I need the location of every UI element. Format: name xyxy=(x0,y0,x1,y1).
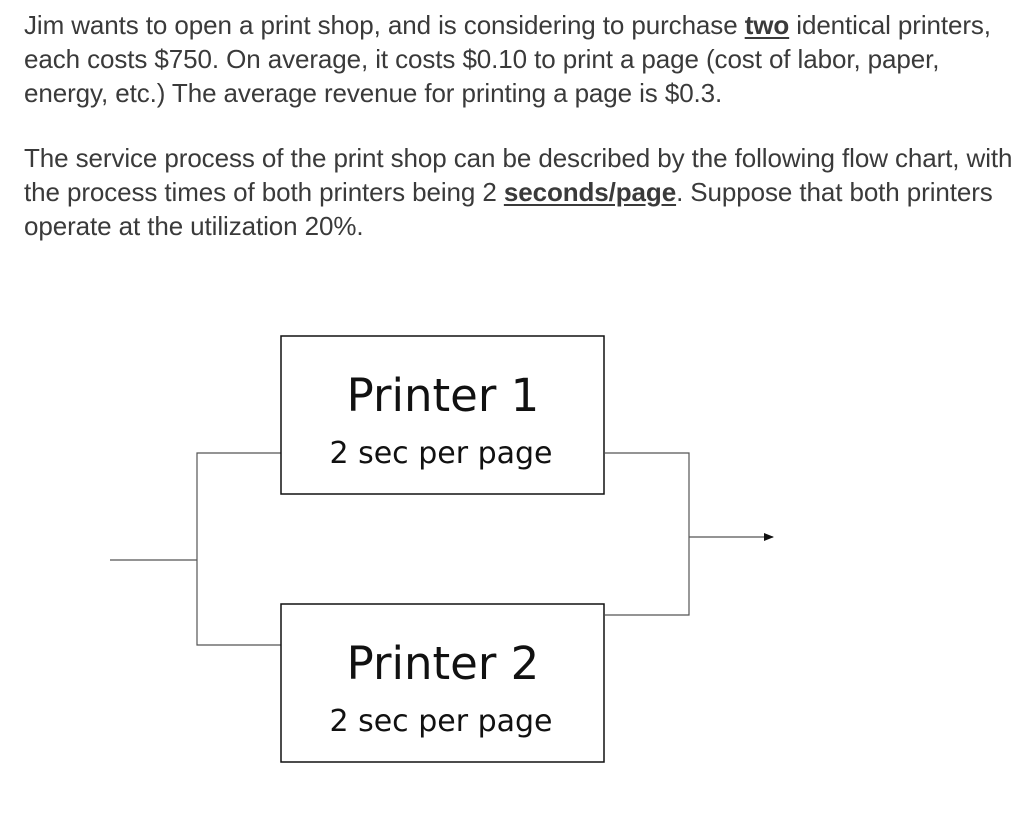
printer-1-box: Printer 1 2 sec per page xyxy=(280,335,605,495)
printer-1-process-time: 2 sec per page xyxy=(329,436,552,471)
printer-1-rect xyxy=(280,335,605,495)
printer-2-title: Printer 2 xyxy=(347,637,540,690)
printer-1-title: Printer 1 xyxy=(347,369,540,422)
printer-2-box: Printer 2 2 sec per page xyxy=(280,603,605,763)
paragraph-1-text-start: Jim wants to open a print shop, and is c… xyxy=(24,10,745,40)
printer-2-rect xyxy=(280,603,605,763)
emphasis-two: two xyxy=(744,10,790,40)
paragraph-1-text-end: identical printers, each costs $750. On … xyxy=(24,10,991,108)
problem-paragraph-1: Jim wants to open a print shop, and is c… xyxy=(24,8,1014,110)
printer-2-process-time: 2 sec per page xyxy=(329,704,552,739)
split-connector xyxy=(196,452,281,646)
merge-connector xyxy=(605,452,690,616)
paragraph-2-text-end: . Suppose that both printers operate at … xyxy=(24,177,993,241)
paragraph-2-text-start: The service process of the print shop ca… xyxy=(24,143,1013,207)
emphasis-seconds-per-page: seconds/page xyxy=(503,177,677,207)
problem-paragraph-2: The service process of the print shop ca… xyxy=(24,141,1014,243)
